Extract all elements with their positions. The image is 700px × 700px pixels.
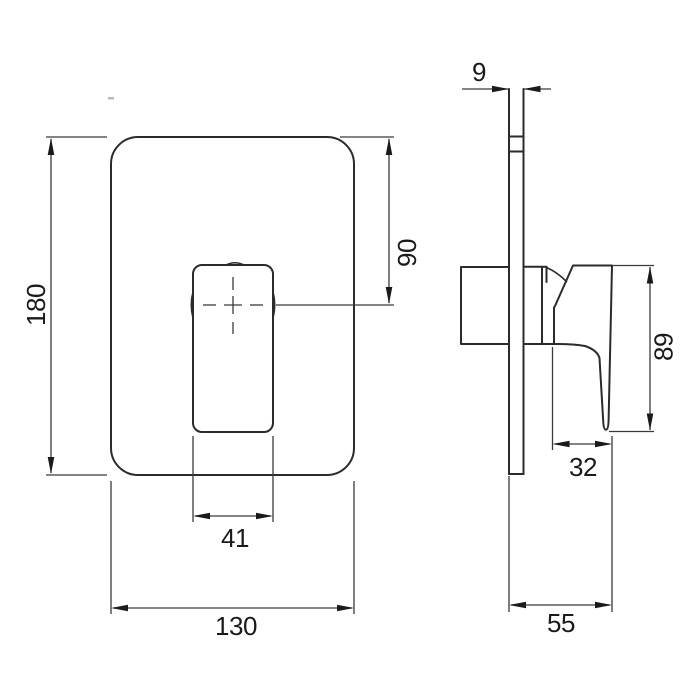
dimension-label-89: 89 xyxy=(649,333,679,361)
dimension-32: 32 xyxy=(551,347,612,482)
arrowhead-right xyxy=(595,440,612,448)
print-artifact xyxy=(108,97,114,100)
arrowhead-left xyxy=(552,440,570,448)
arrowhead-left xyxy=(509,601,526,609)
arrowhead-right xyxy=(595,601,612,609)
dimension-9: 9 xyxy=(462,57,551,93)
dimension-89: 89 xyxy=(609,264,679,433)
center-cross xyxy=(203,277,263,334)
dimension-label-130: 130 xyxy=(215,611,257,641)
front-view: 180 130 41 90 xyxy=(21,97,422,641)
arrowhead-right xyxy=(492,85,509,93)
dimension-label-55: 55 xyxy=(547,608,575,638)
arrowhead-down xyxy=(47,457,55,474)
dimension-label-32: 32 xyxy=(569,452,597,482)
dimension-55: 55 xyxy=(508,436,613,638)
arrowhead-up xyxy=(47,138,55,155)
arrowhead-up xyxy=(385,138,393,155)
hub-side-arc-left xyxy=(190,291,194,319)
arrowhead-down xyxy=(646,413,654,431)
dimension-130: 130 xyxy=(110,481,355,641)
arrowhead-left xyxy=(193,512,210,520)
handle-hub xyxy=(523,265,568,345)
dimension-180: 180 xyxy=(21,136,107,476)
arrowhead-down xyxy=(385,287,393,304)
dimension-label-180: 180 xyxy=(21,284,51,326)
plate-outline xyxy=(110,136,355,476)
lever-cutout-outline xyxy=(192,264,274,433)
hub-side-arc-right xyxy=(272,291,276,319)
dimension-label-90: 90 xyxy=(392,239,422,267)
arrowhead-right xyxy=(337,604,354,612)
lever-handle-outline xyxy=(553,264,613,431)
side-view: 9 89 32 55 xyxy=(460,57,679,638)
arrowhead-left xyxy=(523,85,541,93)
plate-profile xyxy=(508,88,525,475)
arrowhead-left xyxy=(111,604,128,612)
lever-top-bump xyxy=(225,261,245,266)
dimension-label-41: 41 xyxy=(221,523,249,553)
dimension-label-9: 9 xyxy=(472,57,486,87)
arrowhead-up xyxy=(646,266,654,284)
valve-body-outline xyxy=(460,266,510,345)
dimension-41: 41 xyxy=(192,436,274,553)
dimension-90: 90 xyxy=(340,136,422,304)
hub-lever-fillet xyxy=(545,266,568,283)
arrowhead-right xyxy=(256,512,273,520)
